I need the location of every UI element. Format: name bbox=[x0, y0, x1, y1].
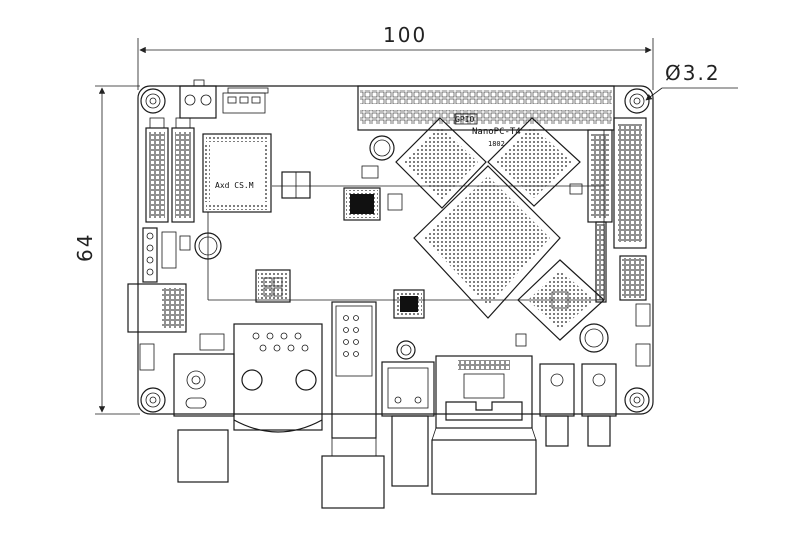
mounting-hole bbox=[140, 88, 166, 114]
height-label: 64 bbox=[73, 233, 97, 262]
board-name: NanoPC-T4 bbox=[472, 127, 521, 137]
mounting-hole bbox=[140, 387, 166, 413]
usb-port bbox=[321, 301, 385, 509]
small-chips bbox=[255, 165, 425, 319]
hdmi-port bbox=[431, 355, 537, 495]
mounting-hole bbox=[624, 88, 650, 114]
ethernet-port bbox=[233, 323, 323, 433]
left-connectors bbox=[145, 117, 195, 223]
memory-module: Axd CS.M bbox=[202, 133, 272, 213]
bottom-right-connectors bbox=[515, 333, 617, 447]
pcb-outline bbox=[137, 85, 654, 415]
mounting-hole bbox=[624, 387, 650, 413]
width-label: 100 bbox=[383, 23, 427, 47]
hole-dimension: Ø3.2 bbox=[645, 61, 738, 101]
mounting-holes bbox=[140, 88, 650, 413]
board-date: 1802 bbox=[488, 140, 505, 148]
height-dimension: 64 bbox=[73, 85, 140, 415]
gpio-silk-label: GPIO bbox=[455, 115, 474, 124]
capacitors bbox=[194, 135, 609, 360]
width-dimension: 100 bbox=[137, 23, 654, 90]
audio-jack bbox=[173, 333, 235, 483]
right-connectors bbox=[569, 117, 651, 367]
svg-text:Axd CS.M: Axd CS.M bbox=[215, 181, 254, 190]
top-left-parts bbox=[179, 79, 269, 119]
left-side-parts bbox=[127, 227, 191, 371]
gpio-header: GPIO bbox=[357, 85, 615, 131]
soc-package bbox=[395, 117, 605, 341]
hole-label: Ø3.2 bbox=[665, 61, 721, 85]
usb-c-port bbox=[381, 361, 435, 487]
